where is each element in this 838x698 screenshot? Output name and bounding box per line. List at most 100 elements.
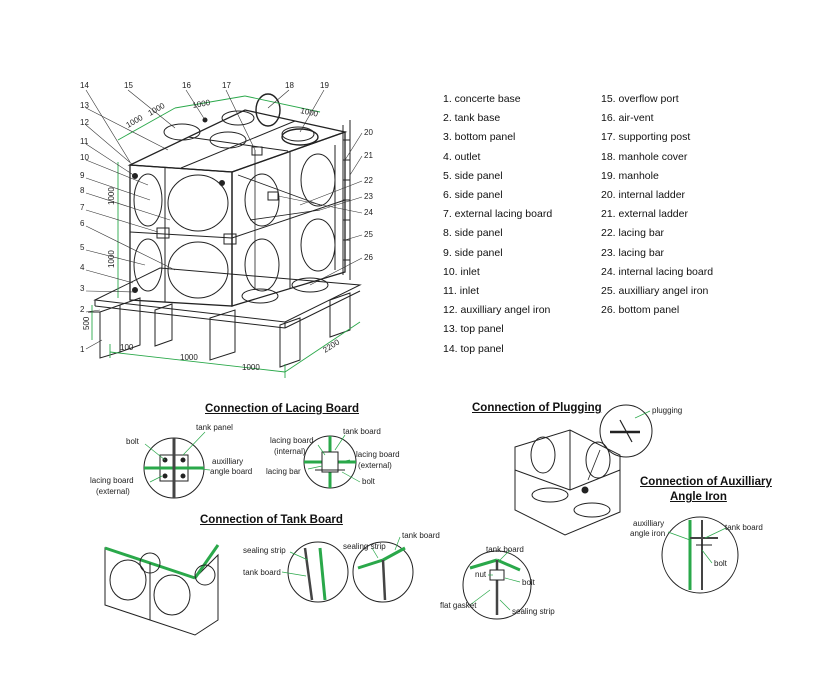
svg-text:1000: 1000 <box>125 113 145 130</box>
svg-text:24: 24 <box>364 208 373 217</box>
svg-text:lacing board: lacing board <box>90 476 134 485</box>
svg-text:1000: 1000 <box>107 187 116 205</box>
svg-text:15: 15 <box>124 81 133 90</box>
svg-text:sealing strip: sealing strip <box>243 546 286 555</box>
svg-text:lacing board: lacing board <box>270 436 314 445</box>
legend-item: 20. internal ladder <box>601 189 686 202</box>
svg-text:1000: 1000 <box>107 250 116 268</box>
svg-text:sealing strip: sealing strip <box>343 542 386 551</box>
svg-text:(internal): (internal) <box>274 447 306 456</box>
tankboard-title: Connection of Tank Board <box>200 514 343 526</box>
plugging-title: Connection of Plugging <box>472 402 602 414</box>
svg-text:11: 11 <box>80 137 89 146</box>
svg-text:16: 16 <box>182 81 191 90</box>
svg-text:2: 2 <box>80 305 85 314</box>
svg-text:2200: 2200 <box>321 337 341 354</box>
legend-item: 12. auxilliary angel iron <box>443 304 551 317</box>
legend-item: 15. overflow port <box>601 93 679 105</box>
auxiliary-title-line2: Angle Iron <box>670 491 727 503</box>
svg-text:1000: 1000 <box>147 101 167 118</box>
aux-angle-detail: auxilliary angle iron tank board bolt <box>630 516 763 594</box>
svg-text:bolt: bolt <box>714 559 728 568</box>
leader-lines <box>85 89 363 350</box>
legend-item: 8. side panel <box>443 227 503 240</box>
legend-item: 5. side panel <box>443 169 503 182</box>
legend-item: 11. inlet <box>443 285 479 298</box>
legend-item: 26. bottom panel <box>601 304 680 317</box>
legend-item: 25. auxilliary angel iron <box>601 285 709 298</box>
svg-text:tank board: tank board <box>343 427 381 436</box>
auxiliary-title-line1: Connection of Auxilliary <box>640 476 772 488</box>
svg-text:lacing bar: lacing bar <box>266 467 301 476</box>
svg-text:1000: 1000 <box>242 363 260 372</box>
legend-col1: 1. concerte base 2. tank base 3. bottom … <box>443 90 552 359</box>
svg-text:tank board: tank board <box>725 523 763 532</box>
svg-text:auxilliary: auxilliary <box>212 457 243 466</box>
legend-item: 18. manhole cover <box>601 150 688 163</box>
svg-text:21: 21 <box>364 151 373 160</box>
legend-item: 19. manhole <box>601 169 659 182</box>
svg-text:tank board: tank board <box>243 568 281 577</box>
legend-item: 2. tank base <box>443 112 501 125</box>
tank-isometric <box>88 93 362 368</box>
svg-text:100: 100 <box>120 343 134 352</box>
legend-item: 24. internal lacing board <box>601 265 714 278</box>
lacing-title: Connection of Lacing Board <box>205 403 359 415</box>
svg-text:9: 9 <box>80 171 85 180</box>
svg-text:14: 14 <box>80 81 89 90</box>
svg-text:4: 4 <box>80 263 85 272</box>
svg-text:5: 5 <box>80 243 85 252</box>
concrete-base <box>88 292 351 368</box>
legend-item: 14. top panel <box>443 342 504 355</box>
svg-text:1000: 1000 <box>300 106 320 119</box>
svg-text:1: 1 <box>80 345 85 354</box>
svg-text:26: 26 <box>364 253 373 262</box>
svg-text:10: 10 <box>80 153 89 162</box>
tank-number-labels: 14 15 16 17 18 19 13 12 11 10 9 8 7 6 5 … <box>80 81 373 354</box>
legend-item: 23. lacing bar <box>601 246 665 259</box>
legend-item: 16. air-vent <box>601 112 654 125</box>
svg-text:bolt: bolt <box>522 578 536 587</box>
legend-item: 6. side panel <box>443 189 503 202</box>
svg-text:17: 17 <box>222 81 231 90</box>
svg-text:6: 6 <box>80 219 85 228</box>
svg-text:20: 20 <box>364 128 373 137</box>
svg-text:bolt: bolt <box>126 437 140 446</box>
svg-text:500: 500 <box>82 316 91 330</box>
svg-text:(external): (external) <box>358 461 392 470</box>
svg-text:lacing board: lacing board <box>356 450 400 459</box>
svg-text:22: 22 <box>364 176 373 185</box>
svg-text:3: 3 <box>80 284 85 293</box>
svg-text:tank panel: tank panel <box>196 423 233 432</box>
svg-text:plugging: plugging <box>652 406 682 415</box>
svg-text:13: 13 <box>80 101 89 110</box>
legend-item: 21. external ladder <box>601 208 688 221</box>
svg-text:sealing strip: sealing strip <box>512 607 555 616</box>
svg-text:auxilliary: auxilliary <box>633 519 664 528</box>
top-face <box>127 109 348 173</box>
svg-text:23: 23 <box>364 192 373 201</box>
svg-text:18: 18 <box>285 81 294 90</box>
svg-text:flat gasket: flat gasket <box>440 601 477 610</box>
legend-item: 22. lacing bar <box>601 227 665 240</box>
legend-item: 4. outlet <box>443 150 481 163</box>
tank-board-detail: sealing strip tank board sealing strip t… <box>104 531 555 636</box>
svg-text:(external): (external) <box>96 487 130 496</box>
svg-text:angle iron: angle iron <box>630 529 665 538</box>
legend-item: 10. inlet <box>443 265 480 278</box>
legend-item: 9. side panel <box>443 246 503 259</box>
svg-text:8: 8 <box>80 186 85 195</box>
svg-text:19: 19 <box>320 81 329 90</box>
legend-item: 17. supporting post <box>601 131 691 144</box>
legend-col2: 15. overflow port 16. air-vent 17. suppo… <box>601 90 713 320</box>
svg-text:tank board: tank board <box>402 531 440 540</box>
svg-text:25: 25 <box>364 230 373 239</box>
svg-text:1000: 1000 <box>180 353 198 362</box>
svg-text:tank board: tank board <box>486 545 524 554</box>
legend-item: 7. external lacing board <box>443 208 553 221</box>
svg-text:7: 7 <box>80 203 85 212</box>
svg-text:bolt: bolt <box>362 477 376 486</box>
dimension-lines <box>91 95 361 378</box>
svg-text:angle board: angle board <box>210 467 252 476</box>
